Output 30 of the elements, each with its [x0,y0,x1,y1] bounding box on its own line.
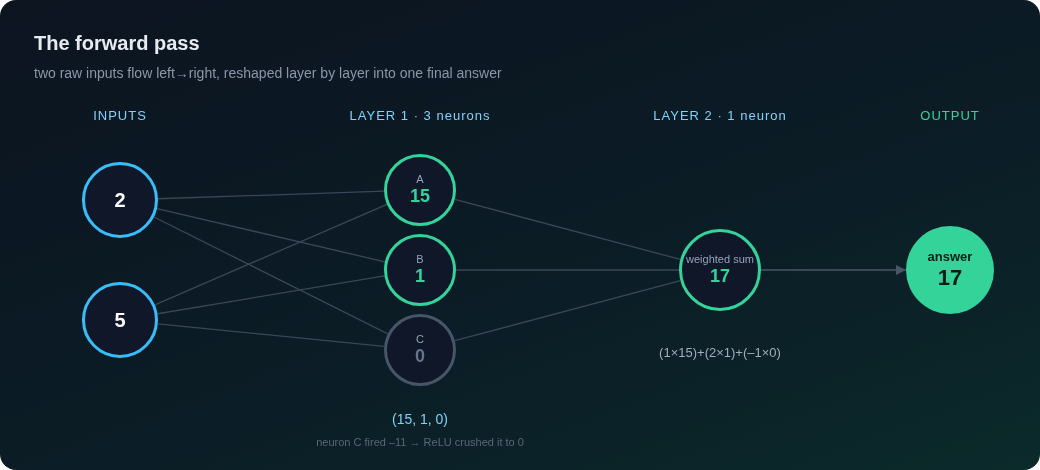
column-header: OUTPUT [920,108,980,123]
connection-line [454,198,682,261]
neuron-value: 15 [410,187,430,207]
diagram-title: The forward pass [34,32,200,55]
connection-line [156,275,386,315]
connection-line [154,203,388,306]
neuron-label: weighted sum [686,253,754,266]
neuron-value: 0 [415,347,425,367]
connection-line [157,190,385,200]
neuron-value: 17 [937,266,963,291]
footnote: neuron C fired –11 → ReLU crushed it to 0 [316,436,524,448]
neuron-label: A [416,173,424,186]
connection-line [153,216,389,335]
diagram-subtitle: two raw inputs flow left→right, reshaped layer by layer into one final answer [34,65,502,81]
neuron-label: answer [927,249,973,265]
column-header: INPUTS [93,108,147,123]
connection-line [454,279,682,342]
connection-line [455,269,680,271]
neuron-label: B [416,253,424,266]
neuron-label: C [416,333,424,346]
neuron-value: 17 [710,267,730,287]
arrow [760,265,907,275]
formula-note: (1×15)+(2×1)+(–1×0) [659,345,781,360]
column-header: LAYER 1 · 3 neurons [349,108,491,123]
column-header: LAYER 2 · 1 neuron [653,108,787,123]
connection-line [157,323,385,348]
connection-line [156,208,386,263]
neuron-value: 5 [114,309,126,331]
neuron-value: 1 [415,267,425,287]
neuron-value: 2 [114,189,126,211]
